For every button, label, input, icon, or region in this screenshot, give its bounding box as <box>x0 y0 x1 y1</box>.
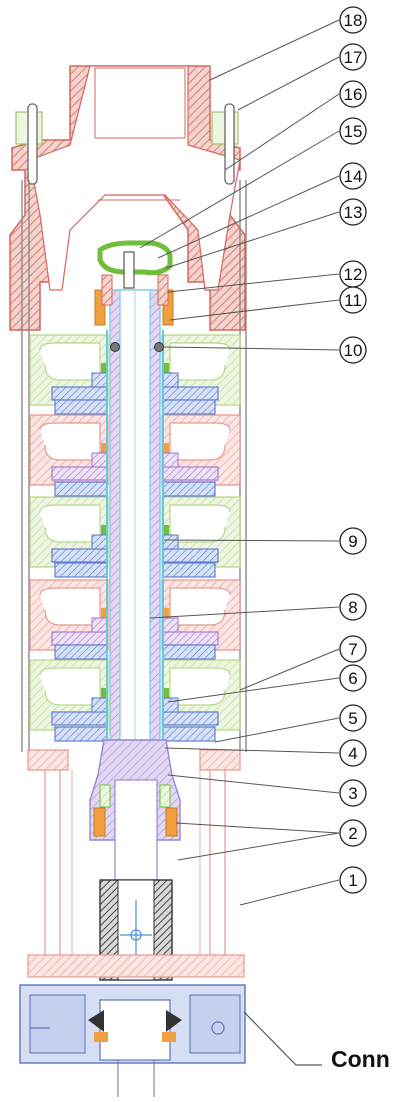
callout-number: 3 <box>348 784 357 803</box>
callout-10: 10 <box>163 336 367 364</box>
pump-stage <box>29 334 241 415</box>
callout-number: 2 <box>348 824 357 843</box>
callout-18: 18 <box>209 6 367 81</box>
callout-number: 11 <box>344 291 362 310</box>
callout-number: 6 <box>348 669 357 688</box>
callout-11: 11 <box>169 286 367 321</box>
callout-6: 6 <box>167 664 367 703</box>
callout-13: 13 <box>165 198 367 269</box>
coupling-nut <box>94 240 174 352</box>
connector-label: Conn <box>331 1046 390 1072</box>
callout-16: 16 <box>224 80 367 171</box>
callout-labels: 18 17 16 15 14 13 12 11 10 9 8 7 6 5 4 3 2 1 <box>139 6 367 906</box>
callout-17: 17 <box>237 43 367 111</box>
callout-12: 12 <box>167 260 367 293</box>
callout-number: 18 <box>344 11 363 30</box>
callout-7: 7 <box>239 635 367 691</box>
callout-4: 4 <box>164 739 367 767</box>
callout-number: 9 <box>348 532 357 551</box>
callout-9: 9 <box>163 527 367 555</box>
callout-5: 5 <box>214 704 367 743</box>
callout-number: 14 <box>344 167 363 186</box>
callout-number: 5 <box>348 709 357 728</box>
callout-8: 8 <box>149 593 367 621</box>
callout-number: 1 <box>348 871 357 890</box>
callout-number: 8 <box>348 598 357 617</box>
callout-number: 13 <box>344 203 363 222</box>
motor-flange <box>19 954 246 1097</box>
callout-number: 4 <box>348 744 357 763</box>
callout-number: 15 <box>344 122 363 141</box>
callout-number: 16 <box>344 85 363 104</box>
impeller <box>54 726 216 742</box>
connector-leader <box>243 1011 322 1066</box>
flange-bolts <box>15 103 239 185</box>
suction-interconnector <box>27 739 241 955</box>
callout-number: 17 <box>344 48 363 67</box>
callout-14: 14 <box>157 162 367 259</box>
callout-number: 10 <box>344 341 363 360</box>
callout-2: 2 <box>175 819 367 861</box>
callout-number: 7 <box>348 640 357 659</box>
callout-1: 1 <box>239 866 367 906</box>
callout-3: 3 <box>167 774 367 807</box>
pump-shaft <box>106 289 164 741</box>
outer-casing <box>21 180 247 752</box>
callout-number: 12 <box>344 265 363 284</box>
discharge-head <box>9 65 246 331</box>
callout-15: 15 <box>139 117 367 249</box>
